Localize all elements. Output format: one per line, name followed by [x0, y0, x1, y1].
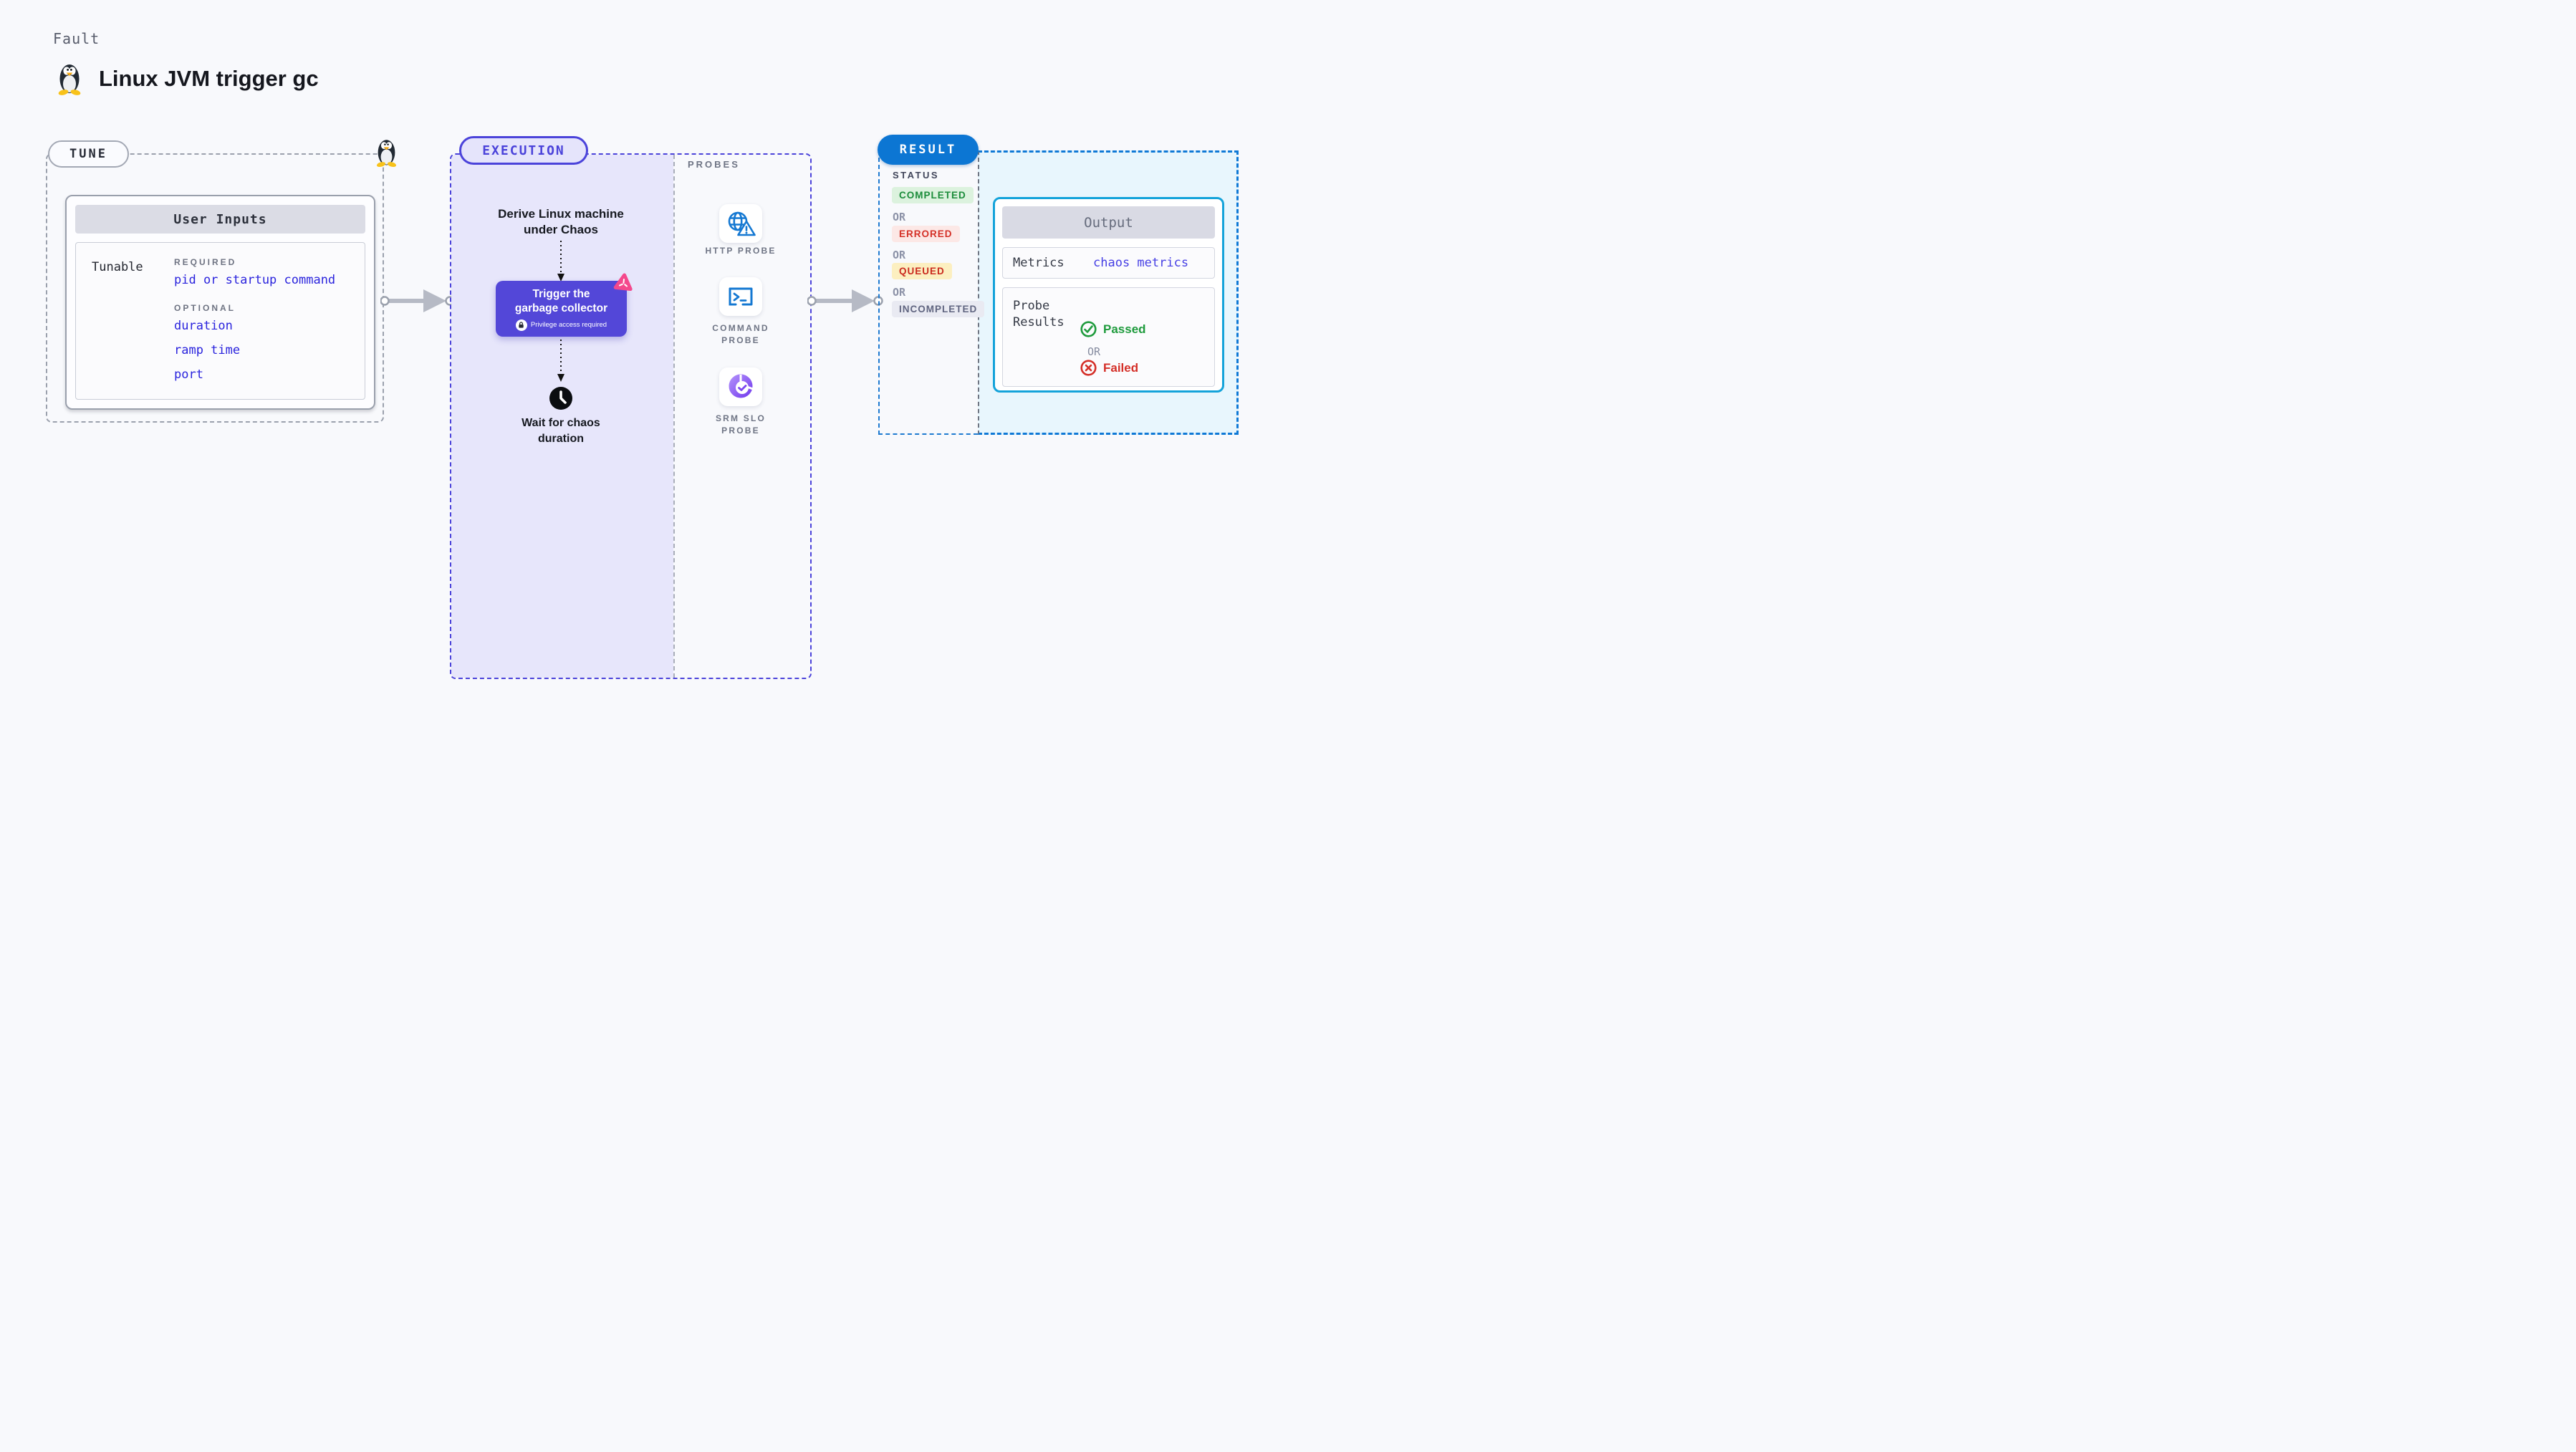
passed-result: Passed [1080, 321, 1146, 337]
page-title: Linux JVM trigger gc [99, 66, 319, 91]
fault-diagram: Fault Linux JVM trigger gc TUNE User Inp… [0, 0, 1288, 726]
user-inputs-card: User Inputs Tunable REQUIRED pid or star… [65, 195, 375, 410]
param-pid-or-startup-command: pid or startup command [174, 273, 336, 287]
tux-penguin-icon [57, 64, 82, 96]
trigger-gc-card: Trigger the garbage collector Privilege … [496, 273, 633, 337]
output-or-label: OR [1087, 345, 1101, 358]
slo-donut-check-icon [729, 374, 754, 398]
fault-category-label: Fault [53, 30, 100, 47]
arrow-trigger-to-wait [557, 340, 564, 382]
srm-slo-probe-card [719, 367, 762, 406]
status-badge-completed: COMPLETED [892, 187, 974, 203]
status-or-label: OR [893, 249, 906, 261]
result-badge: RESULT [878, 135, 979, 165]
param-port: port [174, 367, 203, 382]
output-title: Output [1002, 206, 1215, 239]
x-circle-icon [1080, 360, 1097, 376]
wait-duration-text: Wait for chaos duration [522, 417, 600, 445]
metrics-row: Metrics chaos metrics [1002, 247, 1215, 279]
command-probe-label: COMMAND PROBE [712, 323, 769, 345]
tune-badge: TUNE [48, 140, 129, 168]
user-inputs-body: Tunable REQUIRED pid or startup command … [75, 242, 365, 400]
command-probe-card [719, 277, 762, 316]
globe-alert-icon [728, 211, 756, 236]
trigger-title-line2: garbage collector [514, 302, 608, 314]
failed-result: Failed [1080, 360, 1138, 376]
derive-machine-text: Derive Linux machine under Chaos [498, 207, 624, 236]
srm-slo-probe-label: SRM SLO PROBE [715, 413, 766, 436]
privilege-note: Privilege access required [515, 319, 607, 331]
optional-label: OPTIONAL [174, 303, 236, 313]
clock-icon [549, 387, 572, 410]
status-or-label: OR [893, 211, 906, 223]
metrics-value: chaos metrics [1093, 256, 1189, 270]
param-duration: duration [174, 319, 233, 333]
http-probe-card [719, 204, 762, 243]
http-probe-label: HTTP PROBE [705, 246, 777, 256]
user-inputs-title: User Inputs [75, 205, 365, 234]
status-or-label: OR [893, 286, 906, 299]
probes-label: PROBES [688, 159, 740, 170]
tune-section [46, 153, 384, 423]
chaos-icon [613, 273, 633, 292]
probe-results-label: Probe Results [1013, 299, 1064, 330]
param-ramp-time: ramp time [174, 343, 241, 357]
probes-divider [673, 155, 675, 678]
arrow-tune-to-execution [380, 289, 455, 312]
arrow-derive-to-trigger [557, 241, 564, 282]
tux-penguin-icon [376, 140, 397, 168]
metrics-label: Metrics [1013, 256, 1064, 270]
required-label: REQUIRED [174, 257, 237, 267]
tunable-label: Tunable [92, 260, 143, 274]
status-badge-incompleted: INCOMPLETED [892, 301, 985, 317]
arrow-execution-to-result [807, 289, 883, 312]
trigger-title-line1: Trigger the [532, 287, 590, 300]
terminal-icon [729, 287, 753, 306]
output-card: Output Metrics chaos metrics Probe Resul… [993, 197, 1224, 393]
status-badge-queued: QUEUED [892, 263, 952, 279]
lock-icon [515, 319, 527, 331]
execution-fill [451, 155, 673, 678]
probe-results-row: Probe Results Passed OR Failed [1002, 287, 1215, 387]
execution-badge: EXECUTION [459, 136, 588, 165]
check-circle-icon [1080, 321, 1097, 337]
status-label: STATUS [893, 170, 940, 181]
status-badge-errored: ERRORED [892, 226, 960, 242]
execution-section [450, 153, 812, 679]
